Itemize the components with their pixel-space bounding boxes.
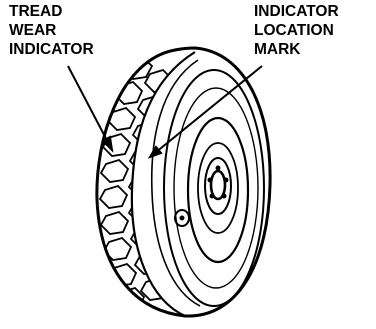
tread-pattern bbox=[100, 58, 172, 310]
sidewall bbox=[152, 60, 264, 306]
valve-stem-icon bbox=[175, 210, 189, 226]
indicator-location-mark-arrow bbox=[150, 66, 262, 157]
tire-outline bbox=[97, 48, 270, 316]
tread-wear-indicator-arrow bbox=[68, 66, 112, 150]
wheel-hub bbox=[198, 143, 238, 233]
